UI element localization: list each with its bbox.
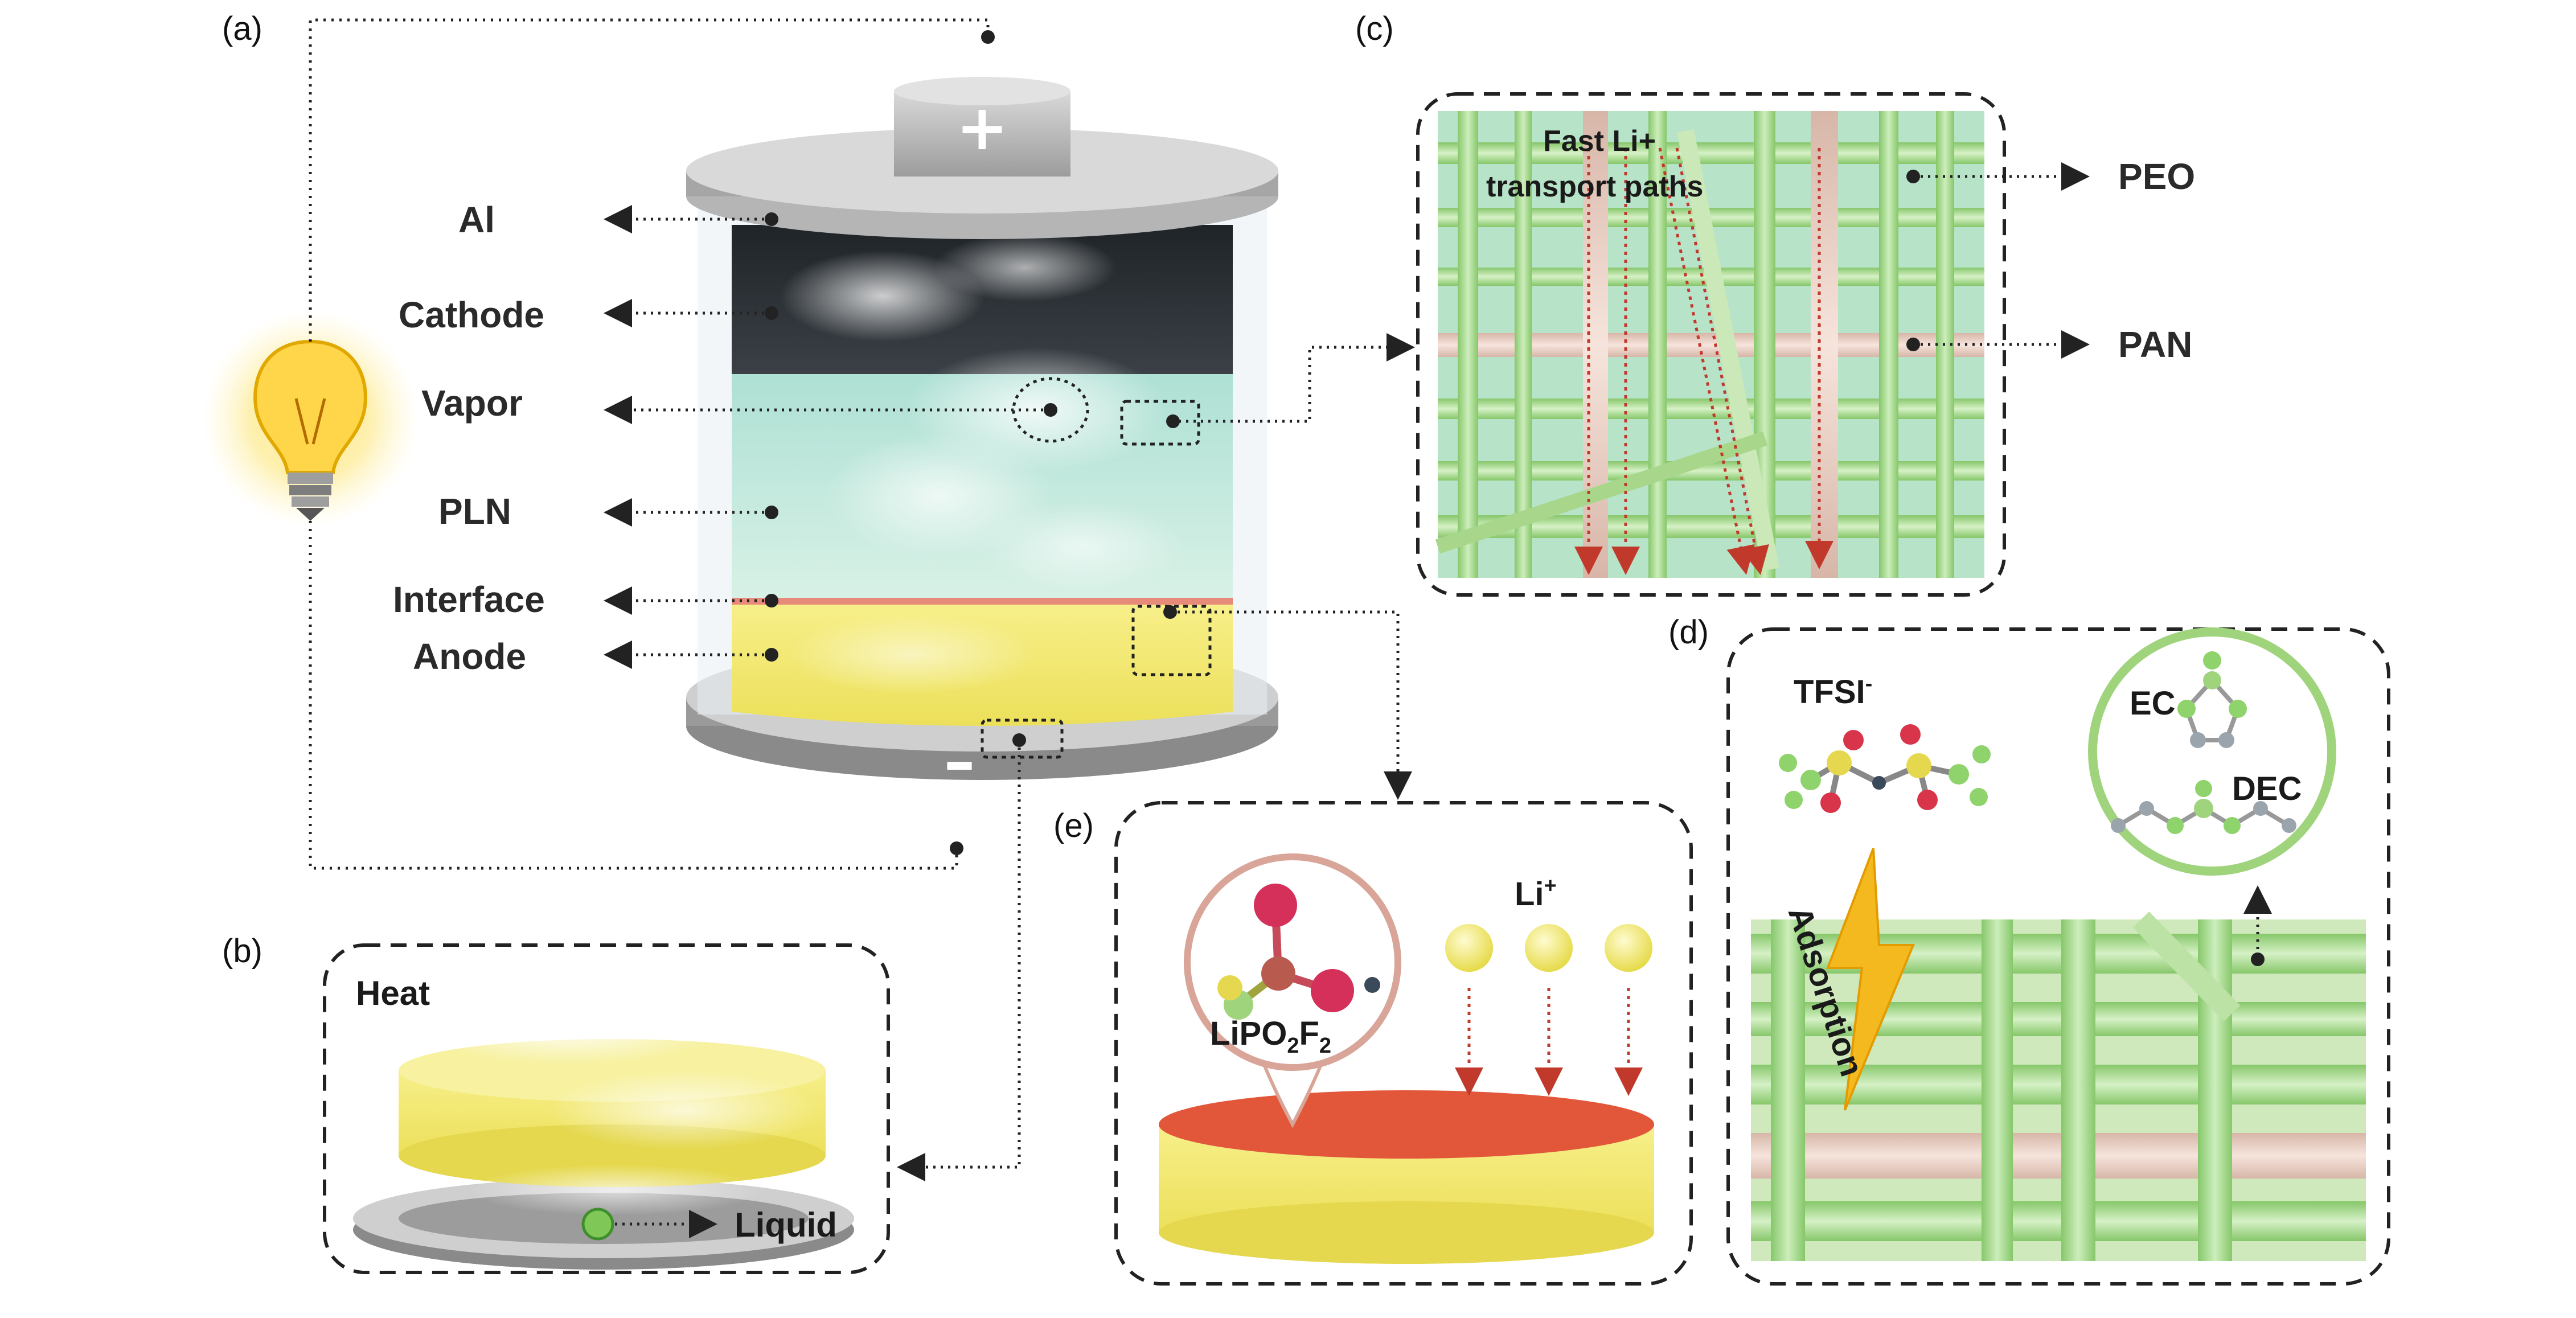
- fiber-adsorption-illustration: [1751, 627, 2366, 1261]
- panel-label-d: (d): [1668, 614, 1709, 651]
- positive-terminal-label: +: [956, 91, 1008, 164]
- battery-cell: [686, 77, 1278, 780]
- connector-dot: [1012, 733, 1026, 747]
- pln-zoom-box: [1120, 400, 1200, 446]
- ec-dec-molecule-icon: [2111, 651, 2296, 834]
- panel-label-c: (c): [1355, 10, 1394, 47]
- layer-label-pln: PLN: [438, 491, 511, 532]
- layer-label-cathode: Cathode: [399, 294, 544, 335]
- lipo2f2-magnifier: [1184, 853, 1401, 1128]
- wire-terminal-dot: [950, 841, 963, 855]
- panel-d-frame: [1726, 627, 2390, 1286]
- wire-terminal-dot: [981, 30, 995, 44]
- dec-label: DEC: [2232, 770, 2302, 807]
- circuit-wire: [309, 18, 990, 870]
- vapor-highlight: [1012, 377, 1089, 443]
- anode-disk-illustration: [1159, 1090, 1654, 1264]
- transport-paths-label: transport paths: [1486, 170, 1703, 203]
- peo-label: PEO: [2118, 156, 2195, 197]
- tfsi-molecule-icon: [1779, 724, 1991, 813]
- panel-b-frame: [323, 943, 890, 1274]
- layer-label-anode: Anode: [413, 636, 526, 677]
- adsorption-leader-dot: [2251, 952, 2265, 966]
- panel-label-b: (b): [222, 933, 262, 970]
- liquid-label: Liquid: [735, 1206, 837, 1244]
- panel-label-e: (e): [1053, 807, 1094, 844]
- layer-label-vapor: Vapor: [421, 383, 523, 424]
- anode-zoom-box: [981, 718, 1064, 759]
- tfsi-label: TFSI-: [1794, 672, 1872, 711]
- layer-label-interface: Interface: [393, 579, 545, 620]
- connector-dot: [1163, 605, 1177, 619]
- peo-leader-dot: [1906, 170, 1920, 183]
- lightbulb-icon: [202, 310, 419, 527]
- interface-zoom-box: [1131, 605, 1212, 676]
- heat-stack-illustration: [353, 996, 854, 1270]
- pan-leader-dot: [1906, 338, 1920, 351]
- layer-leader-lines: [604, 205, 1051, 669]
- li-ion-icons: [1445, 924, 1652, 972]
- panel-e-frame: [1114, 801, 1693, 1286]
- layer-leader-dots: [765, 212, 1057, 662]
- li-plus-label: Li+: [1515, 874, 1557, 913]
- layer-label-al: Al: [458, 199, 495, 240]
- ec-label: EC: [2130, 685, 2176, 722]
- transport-path-arrows: [1574, 147, 1833, 575]
- interface-layer: [732, 597, 1233, 605]
- li-ion-deposition-arrows: [1455, 988, 1643, 1096]
- pan-label: PAN: [2118, 324, 2192, 365]
- lipo2f2-label: LiPO2F2: [1210, 1015, 1331, 1058]
- fast-li-label: Fast Li+: [1543, 125, 1656, 158]
- fiber-mesh-illustration: [1435, 111, 1984, 578]
- negative-terminal-label: –: [944, 725, 975, 798]
- heat-label: Heat: [356, 974, 430, 1012]
- panel-connectors: [897, 333, 1415, 1181]
- panel-label-a: (a): [222, 10, 262, 47]
- connector-dot: [1166, 414, 1180, 428]
